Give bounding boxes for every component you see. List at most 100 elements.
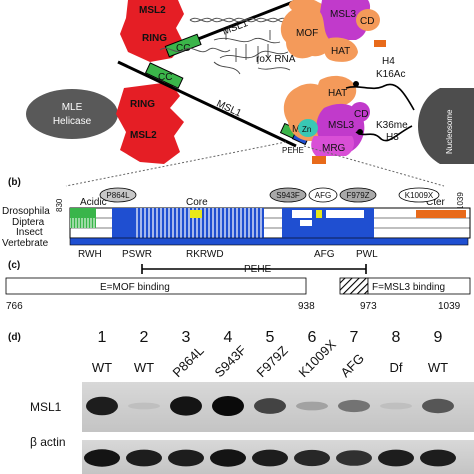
lane-genotype: WT <box>134 360 154 375</box>
actin-band <box>252 449 288 467</box>
actin-band <box>84 449 120 467</box>
lane-number: 6 <box>308 329 317 346</box>
msl1-band <box>380 402 412 410</box>
mutation-p864l-label: P864L <box>106 191 130 200</box>
msl1-band <box>212 396 244 416</box>
k36me-label: K36me <box>376 120 408 131</box>
k16ac-mark <box>353 81 359 87</box>
rox-rna-label: roX RNA <box>256 54 296 65</box>
actin-band <box>378 449 414 467</box>
h4-tail <box>345 83 415 111</box>
cc-top-label: CC <box>176 43 190 54</box>
cc-bottom-box <box>144 62 184 89</box>
pehe-core <box>316 210 322 218</box>
msl3-top-shape <box>320 0 371 40</box>
panel-c-label: (c) <box>8 260 20 271</box>
pehe-gap-2 <box>326 210 364 218</box>
zn-shape <box>298 119 318 137</box>
helicase-label: Helicase <box>53 116 92 127</box>
msl3-top-label: MSL3 <box>330 9 357 20</box>
cter-domain <box>416 210 466 218</box>
msl2-bottom-shape <box>116 82 184 164</box>
panel-b-label: (b) <box>8 177 21 188</box>
actin-band <box>420 449 456 467</box>
lane-genotype: P864L <box>170 343 207 380</box>
zn-label: Zn <box>302 125 311 134</box>
msl1-band <box>422 398 454 414</box>
mutation-afg-label: AFG <box>315 191 331 200</box>
cd-bottom-label: CD <box>354 109 368 120</box>
motif-rkrwd: RKRWD <box>186 249 224 260</box>
cd-top-shape <box>356 9 380 31</box>
motif-pwl: PWL <box>356 249 378 260</box>
pehe-gap-1 <box>292 210 312 218</box>
ring-top-label: RING <box>142 33 167 44</box>
hat-bottom-shape <box>317 75 357 107</box>
panel-c: (c) PEHE E=MOF binding F=MSL3 binding 76… <box>5 260 471 312</box>
mof-top-label: MOF <box>296 28 318 39</box>
nucleosome-label: Nucleosome <box>445 109 454 154</box>
lane-number: 2 <box>140 329 149 346</box>
msl1-band <box>128 402 160 410</box>
row-label-drosophila: Drosophila <box>2 206 50 217</box>
row-label-diptera: Diptera <box>12 217 45 228</box>
rox-rna-structure <box>213 30 291 75</box>
lane-number: 8 <box>392 329 401 346</box>
mle-helicase-shape <box>26 89 118 139</box>
coord-1039: 1039 <box>456 192 465 210</box>
lane-genotype: K1009X <box>296 337 340 381</box>
mof-top-shape <box>280 0 334 59</box>
cter-label: Cter <box>426 197 446 208</box>
coord-766: 766 <box>6 301 23 312</box>
pehe-gap-3 <box>300 220 312 226</box>
lane-genotype: F979Z <box>254 343 291 380</box>
coord-938: 938 <box>298 301 315 312</box>
nucleosome-shape <box>418 88 474 164</box>
msl1-band <box>170 396 202 416</box>
vertebrate-bar <box>69 237 469 246</box>
lane-number: 1 <box>98 329 107 346</box>
core-label: Core <box>186 197 208 208</box>
actin-band <box>336 450 372 466</box>
mutation-f979z-label: F979Z <box>346 191 369 200</box>
msl3-binding-box <box>367 277 471 295</box>
lane-genotype: WT <box>92 360 112 375</box>
hat-bottom-label: HAT <box>328 88 347 99</box>
zoom-line-right <box>303 145 445 187</box>
h3-label: H3 <box>386 132 399 143</box>
mof-binding-label: E=MOF binding <box>100 282 170 293</box>
actin-band <box>126 449 162 467</box>
k16ac-label: K16Ac <box>376 69 405 80</box>
lane-number: 7 <box>350 329 359 346</box>
lane-number: 3 <box>182 329 191 346</box>
mutation-afg <box>308 187 338 203</box>
msl3-bottom-label: MSL3 <box>328 120 355 131</box>
lane-genotype: WT <box>428 360 448 375</box>
actin-band <box>294 449 330 467</box>
actin-band <box>168 449 204 467</box>
lane-number: 4 <box>224 329 233 346</box>
motif-pswr: PSWR <box>122 249 152 260</box>
actin-band <box>210 449 246 467</box>
msl1-bottom-line <box>117 60 297 148</box>
panel-a: MSL2 RING CC MSL1 MOF MSL3 CD HAT roX RN… <box>26 0 474 187</box>
pehe-range-label: PEHE <box>244 264 272 275</box>
msl1-bottom-label: MSL1 <box>215 98 244 119</box>
lane-genotype: Df <box>390 360 403 375</box>
msl1-band <box>338 399 370 413</box>
mutation-s943f <box>269 187 307 203</box>
h3-tail <box>355 125 413 142</box>
h4-label: H4 <box>382 56 395 67</box>
msl1-band <box>254 398 286 414</box>
row-label-msl1: MSL1 <box>30 400 62 414</box>
row-label-insect: Insect <box>16 227 43 238</box>
mutation-p864l <box>99 187 137 203</box>
cd-bottom-shape <box>350 102 370 122</box>
mrg-label: MRG <box>322 143 346 154</box>
msl2-bottom-label: MSL2 <box>130 130 157 141</box>
cd-top-label: CD <box>360 16 374 27</box>
lane-number: 9 <box>434 329 443 346</box>
motif-afg: AFG <box>314 249 335 260</box>
ring-bottom-label: RING <box>130 99 155 110</box>
